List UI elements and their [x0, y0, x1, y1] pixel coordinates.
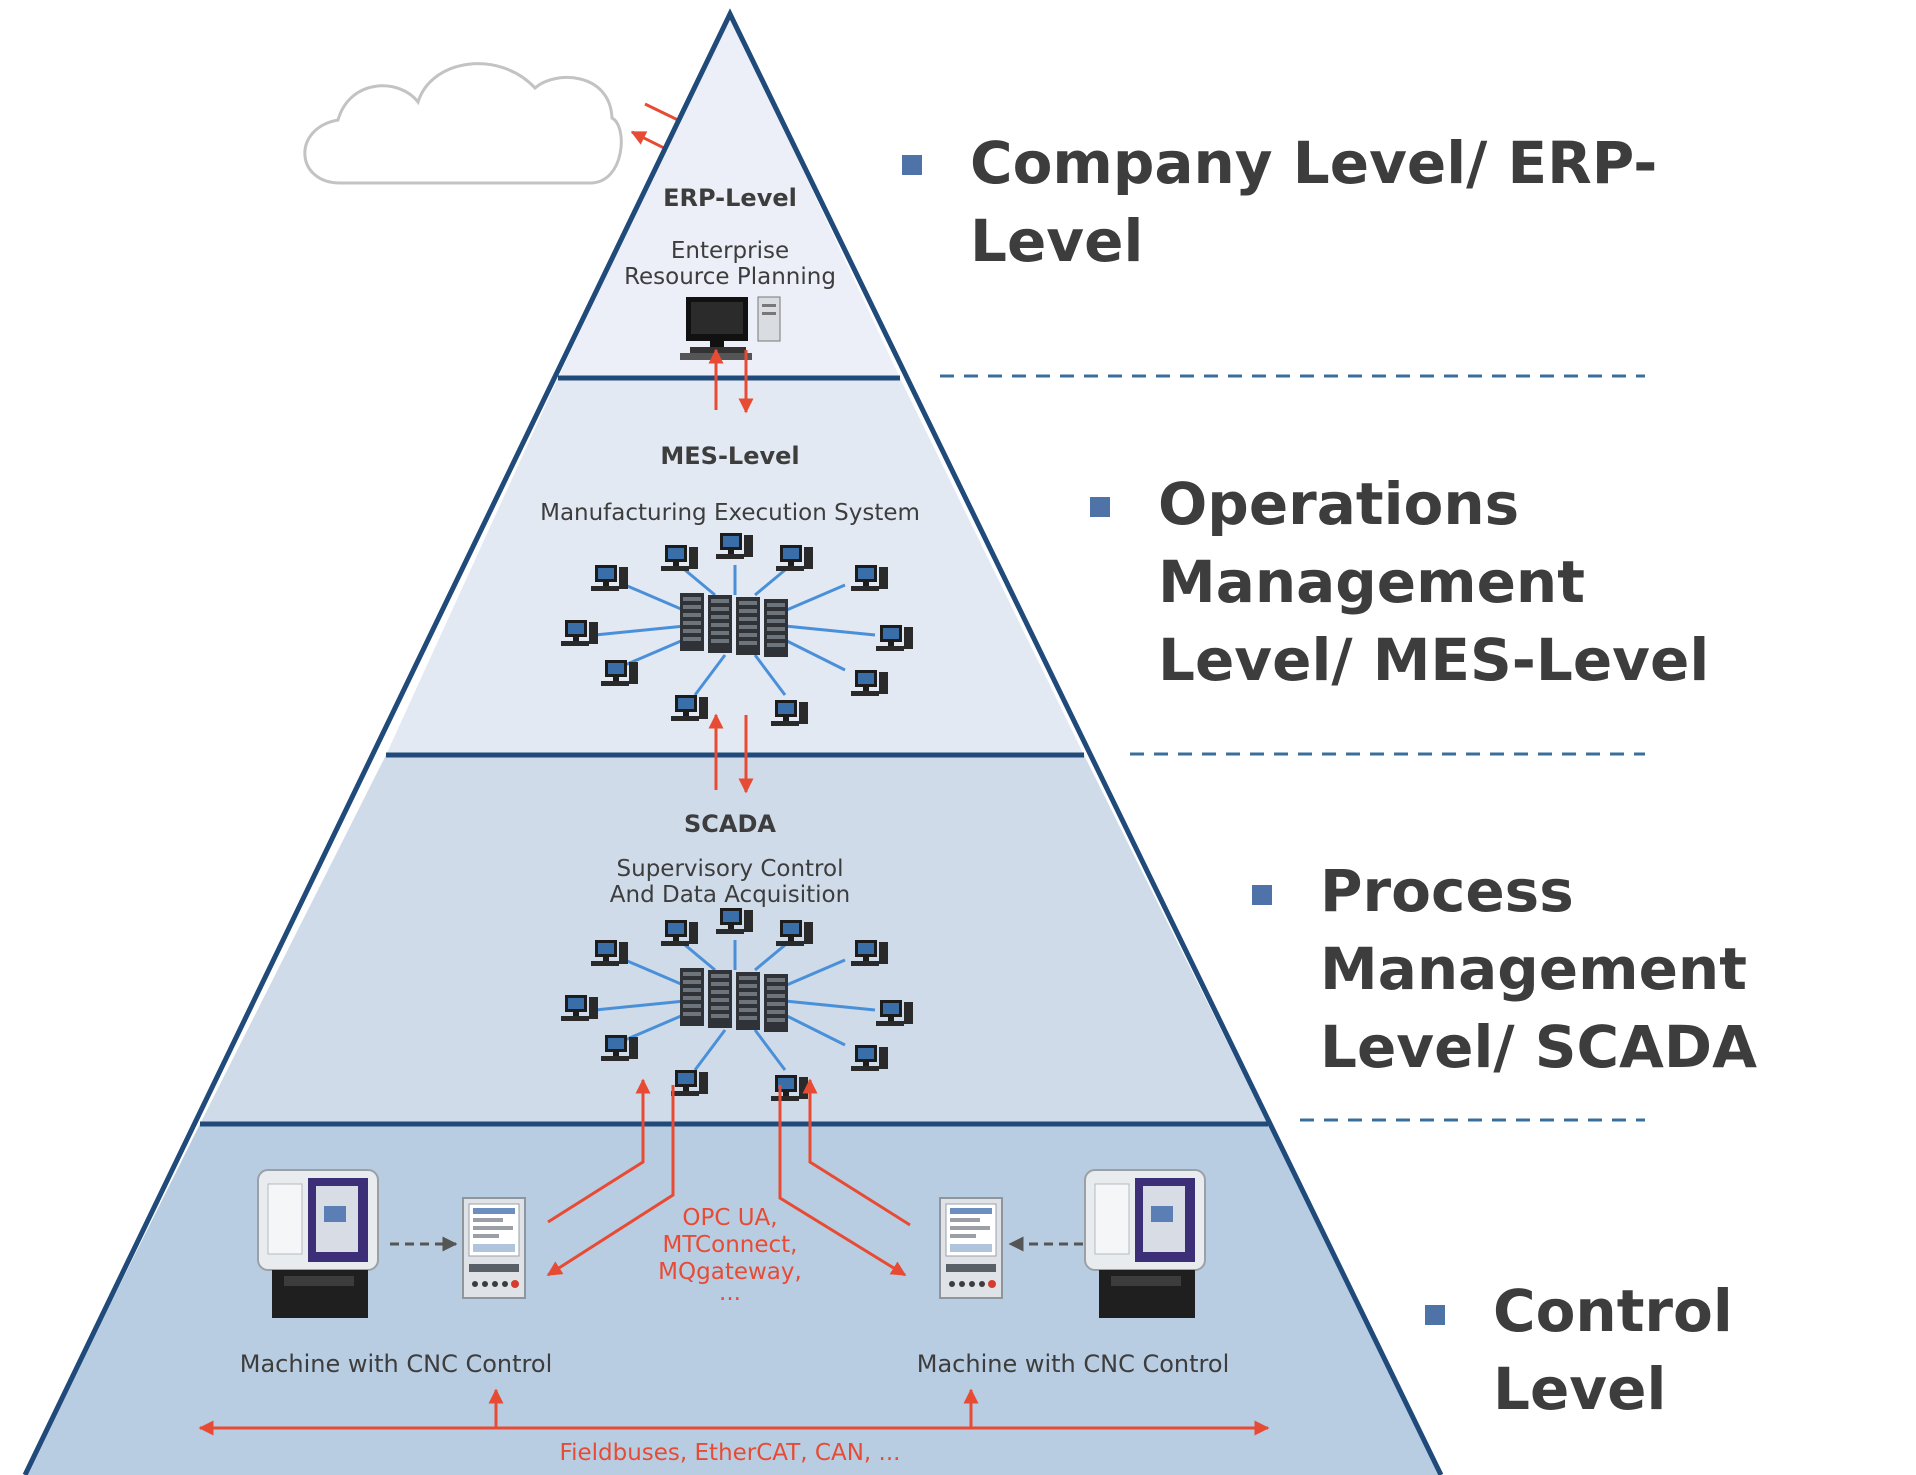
scada-level-subtitle-1: Supervisory Control — [617, 856, 844, 882]
side-label-operations-line1: Operations Management — [1158, 470, 1585, 616]
bullet-company-level — [902, 155, 922, 175]
cloud-icon — [303, 62, 623, 185]
side-label-company-line2: Level — [970, 207, 1144, 275]
mes-level-subtitle: Manufacturing Execution System — [540, 500, 920, 526]
erp-level-subtitle-2: Resource Planning — [624, 264, 836, 290]
level-divider-lines — [940, 374, 1645, 1122]
bullet-process-level — [1252, 885, 1272, 905]
tier-erp — [558, 14, 900, 378]
mes-level-title: MES-Level — [660, 442, 799, 470]
machine-left-label: Machine with CNC Control — [240, 1350, 553, 1378]
side-label-process-line1: Process Management — [1320, 857, 1747, 1003]
side-label-operations-level: Operations Management Level/ MES-Level — [1158, 465, 1916, 699]
cnc-panel-left-icon — [462, 1197, 526, 1299]
erp-workstation-icon — [680, 296, 781, 360]
side-label-control-level: Control Level — [1493, 1272, 1916, 1428]
protocol-label-2: MTConnect, — [663, 1232, 798, 1258]
cnc-machine-left-icon — [257, 1169, 379, 1319]
protocol-label-3: MQgateway, — [658, 1259, 802, 1285]
scada-level-title: SCADA — [684, 810, 776, 838]
erp-level-title: ERP-Level — [663, 184, 797, 212]
cnc-machine-right-icon — [1084, 1169, 1206, 1319]
bullet-control-level — [1425, 1305, 1445, 1325]
fieldbus-label: Fieldbuses, EtherCAT, CAN, ... — [560, 1440, 901, 1466]
scada-control-connections — [546, 1078, 911, 1277]
side-label-control-line1: Control Level — [1493, 1277, 1733, 1423]
side-label-operations-line2: Level/ MES-Level — [1158, 626, 1710, 694]
protocol-label-4: ... — [719, 1280, 741, 1306]
side-label-process-line2: Level/ SCADA — [1320, 1013, 1757, 1081]
cnc-panel-right-icon — [939, 1197, 1003, 1299]
side-label-company-line1: Company Level/ ERP- — [970, 129, 1658, 197]
tier-scada — [200, 755, 1268, 1124]
side-label-process-level: Process Management Level/ SCADA — [1320, 852, 1916, 1086]
erp-level-subtitle-1: Enterprise — [671, 238, 789, 264]
protocol-label-1: OPC UA, — [682, 1205, 777, 1231]
side-label-company-level: Company Level/ ERP- Level — [970, 124, 1657, 280]
scada-level-subtitle-2: And Data Acquisition — [610, 882, 850, 908]
machine-right-label: Machine with CNC Control — [917, 1350, 1230, 1378]
fieldbus-connections — [198, 1388, 1270, 1436]
pyramid-outline — [22, 8, 1444, 1475]
bullet-operations-level — [1090, 497, 1110, 517]
